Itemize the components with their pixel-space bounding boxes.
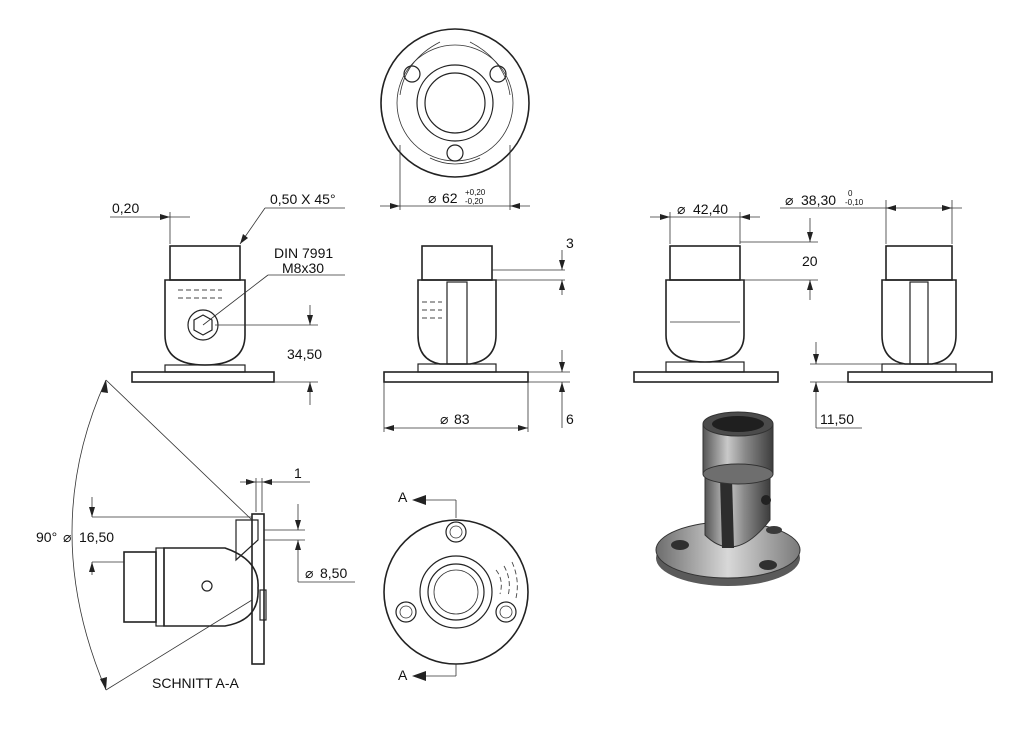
dim-top-offset: 3 bbox=[492, 235, 574, 295]
chamfer-label: 0,50 X 45° bbox=[270, 191, 336, 207]
socket-tol-upper: 0 bbox=[848, 189, 853, 198]
plate-dia-symbol: ⌀ bbox=[440, 411, 449, 427]
bore-dia-label: 8,50 bbox=[320, 565, 347, 581]
gap-label: 1 bbox=[294, 465, 302, 481]
bore-dia-symbol: ⌀ bbox=[305, 565, 314, 581]
dim-socket-dia: ⌀ 38,30 0 -0,10 bbox=[780, 189, 962, 244]
front-view-middle bbox=[383, 245, 529, 383]
bottom-view: A A bbox=[383, 489, 529, 683]
section-title: SCHNITT A-A bbox=[152, 675, 240, 691]
dim-gap: 1 bbox=[240, 465, 310, 512]
socket-dia-symbol: ⌀ bbox=[785, 192, 794, 208]
dim-socket-depth: 20 bbox=[740, 218, 818, 300]
dim-plate-dia: ⌀ 83 bbox=[383, 382, 529, 432]
dim-bore-dia: ⌀ 8,50 bbox=[264, 504, 355, 583]
front-view-left bbox=[131, 245, 275, 383]
top-offset-label: 3 bbox=[566, 235, 574, 251]
socket-depth-label: 20 bbox=[802, 253, 818, 269]
base-height-label: 11,50 bbox=[820, 411, 854, 427]
dim-angle: 90° bbox=[36, 379, 253, 691]
top-view bbox=[380, 28, 530, 178]
flange-dia-tol-upper: +0,20 bbox=[465, 188, 486, 197]
hole-dia-symbol: ⌀ bbox=[63, 529, 72, 545]
tube-dia-symbol: ⌀ bbox=[677, 201, 686, 217]
flange-dia-label: 62 bbox=[442, 190, 458, 206]
isometric-render bbox=[655, 411, 801, 586]
dim-chamfer: 0,50 X 45° bbox=[239, 191, 345, 245]
dim-chamfer-offset: 0,20 bbox=[110, 200, 190, 244]
dim-flange-dia: ⌀ 62 +0,20 -0,20 bbox=[380, 145, 530, 210]
dim-tube-dia: ⌀ 42,40 bbox=[650, 201, 760, 244]
hole-dia-label: 16,50 bbox=[79, 529, 114, 545]
front-view-right bbox=[847, 245, 993, 383]
chamfer-offset-label: 0,20 bbox=[112, 200, 139, 216]
flange-dia-tol-lower: -0,20 bbox=[465, 197, 484, 206]
dim-base-height: 11,50 bbox=[810, 342, 882, 429]
tube-dia-label: 42,40 bbox=[693, 201, 728, 217]
section-marker-top: A bbox=[398, 489, 408, 505]
socket-dia-label: 38,30 bbox=[801, 192, 836, 208]
section-view bbox=[123, 513, 267, 665]
screw-standard-label: DIN 7991 bbox=[274, 245, 333, 261]
angle-label: 90° bbox=[36, 529, 57, 545]
dim-hole-dia: ⌀ 16,50 bbox=[63, 497, 252, 575]
flange-dia-symbol: ⌀ bbox=[428, 190, 437, 206]
screw-size-label: M8x30 bbox=[282, 260, 324, 276]
front-view-right-middle bbox=[633, 245, 779, 383]
height-axis-label: 34,50 bbox=[287, 346, 322, 362]
socket-tol-lower: -0,10 bbox=[845, 198, 864, 207]
plate-dia-label: 83 bbox=[454, 411, 470, 427]
dim-screw: DIN 7991 M8x30 bbox=[202, 245, 345, 326]
dim-plate-thickness: 6 bbox=[528, 350, 574, 428]
plate-thickness-label: 6 bbox=[566, 411, 574, 427]
section-marker-bottom: A bbox=[398, 667, 408, 683]
dim-height-axis: 34,50 bbox=[215, 305, 322, 405]
